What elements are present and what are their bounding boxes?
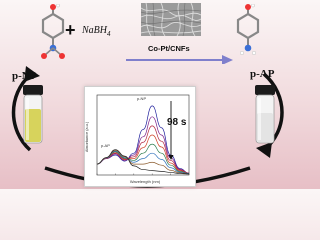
vial-cap bbox=[23, 85, 43, 95]
time-label: 98 s bbox=[167, 117, 187, 128]
right-arrow-head bbox=[256, 142, 272, 158]
peak-label: p-NP bbox=[137, 96, 146, 101]
benzene-ring bbox=[236, 12, 260, 40]
nabh4-label: NaBH4 bbox=[82, 25, 111, 38]
product-vial bbox=[255, 85, 275, 144]
uv-vis-chart-card: Absorbance (a.u.) Wavelength (nm) p-NP p… bbox=[84, 86, 196, 187]
series-line bbox=[96, 150, 190, 174]
nabh4-subscript: 4 bbox=[107, 30, 111, 38]
oxygen-atom bbox=[50, 4, 56, 10]
p-aminophenol-molecule bbox=[236, 4, 260, 56]
series-line bbox=[96, 116, 190, 174]
benzene-ring bbox=[41, 12, 65, 40]
p-nitrophenol-molecule bbox=[41, 4, 65, 59]
y-axis-label: Absorbance (a.u.) bbox=[85, 121, 89, 152]
chart-axes bbox=[96, 94, 190, 176]
series-line bbox=[96, 149, 190, 175]
oxygen-atom bbox=[245, 4, 251, 10]
arrow-head bbox=[222, 55, 233, 64]
x-axis-label: Wavelength (nm) bbox=[130, 179, 161, 184]
reactant-vial bbox=[23, 85, 43, 144]
reaction-arrow bbox=[126, 55, 233, 64]
catalyst-sem-image bbox=[141, 3, 201, 36]
decrease-arrow-head bbox=[168, 155, 174, 160]
scheme: + NaBH4 Co-Pt/CNFs bbox=[11, 3, 284, 188]
chart-lines bbox=[96, 101, 190, 175]
plot-frame bbox=[96, 94, 190, 176]
reactant-label: p-NP bbox=[12, 70, 37, 82]
series-line bbox=[96, 134, 190, 174]
series-line bbox=[96, 125, 190, 174]
vial-cap bbox=[255, 85, 275, 95]
product-label: p-AP bbox=[250, 68, 275, 80]
catalyst-label: Co-Pt/CNFs bbox=[148, 44, 190, 53]
left-curve-arrow bbox=[11, 73, 32, 152]
nitrogen-atom bbox=[244, 44, 252, 52]
uv-vis-chart: Absorbance (a.u.) Wavelength (nm) p-NP p… bbox=[85, 94, 190, 184]
series-line bbox=[96, 105, 190, 174]
plus-sign: + bbox=[65, 20, 76, 40]
left-arrow-head bbox=[24, 66, 40, 82]
nabh4-text: NaBH bbox=[82, 25, 107, 36]
small-peak-label: p-AP bbox=[101, 143, 110, 148]
